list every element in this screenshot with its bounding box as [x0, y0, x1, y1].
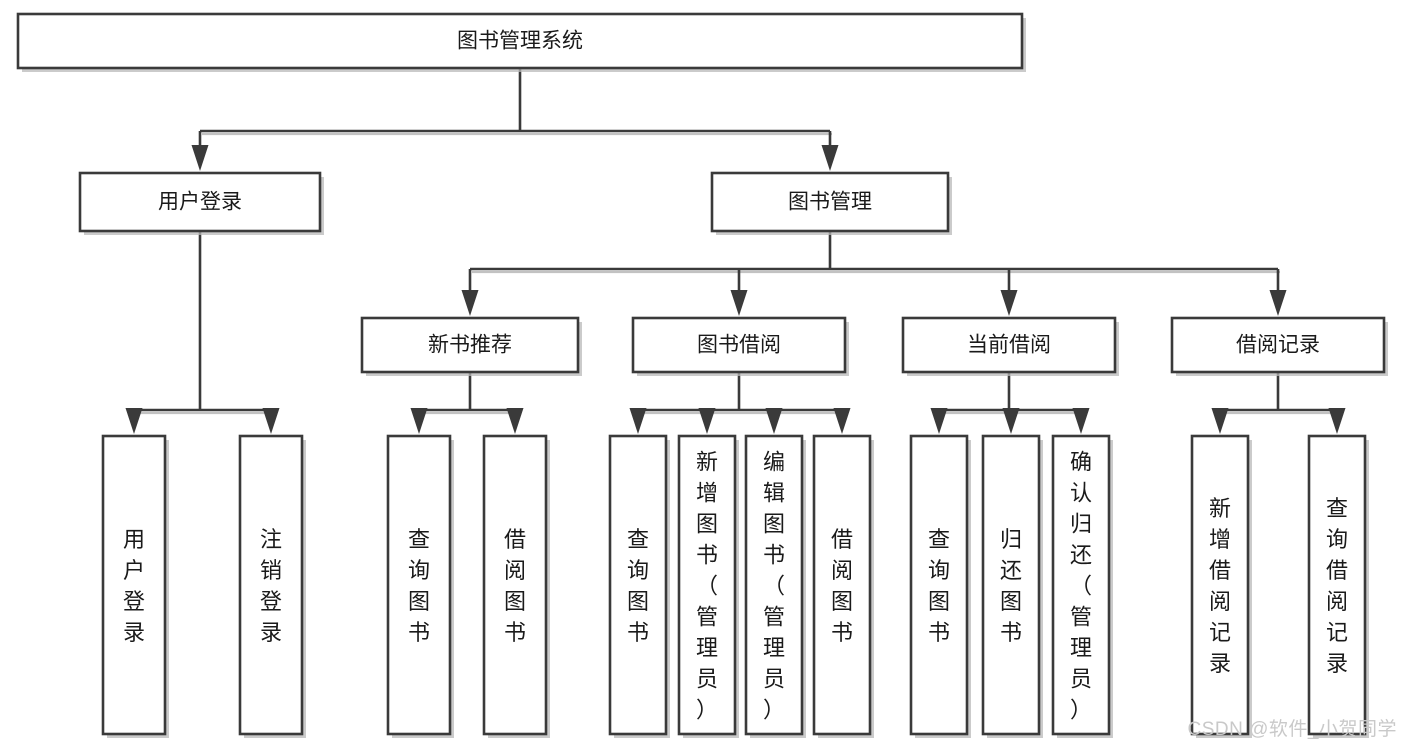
node-label-vertical: 借阅图书 [504, 527, 526, 645]
node-box[interactable] [101, 434, 167, 736]
node-box[interactable] [909, 434, 969, 736]
connector-group [410, 372, 524, 434]
node-leaf-edit-book[interactable]: 编辑图书（管理员） [744, 434, 806, 738]
node-box[interactable] [482, 434, 548, 736]
node-box[interactable] [812, 434, 872, 736]
arrow-head-icon [1269, 290, 1287, 316]
arrow-head-icon [821, 145, 839, 171]
arrow-head-icon [410, 408, 428, 434]
node-label-vertical: 归还图书 [1000, 527, 1022, 645]
arrow-head-icon [1002, 408, 1020, 434]
watermark-label: CSDN @软件_小贺同学 [1187, 719, 1397, 740]
arrow-head-icon [1328, 408, 1346, 434]
node-current[interactable]: 当前借阅 [901, 316, 1119, 376]
node-label-vertical: 查询图书 [408, 527, 430, 645]
arrow-head-icon [765, 408, 783, 434]
connector-group [1211, 372, 1346, 434]
node-label-vertical: 注销登录 [260, 527, 282, 645]
node-leaf-user-logout[interactable]: 注销登录 [238, 434, 306, 738]
arrow-head-icon [461, 290, 479, 316]
node-box[interactable] [238, 434, 304, 736]
node-box[interactable] [1307, 434, 1367, 736]
arrow-head-icon [125, 408, 143, 434]
node-box[interactable] [710, 171, 950, 233]
node-leaf-add-record[interactable]: 新增借阅记录 [1190, 434, 1252, 738]
node-leaf-borrow-book-1[interactable]: 借阅图书 [482, 434, 550, 738]
connector-group [125, 231, 280, 434]
connector-group [629, 372, 851, 434]
node-label-vertical: 新增图书（管理员） [696, 450, 718, 723]
node-leaf-user-login[interactable]: 用户登录 [101, 434, 169, 738]
arrow-head-icon [191, 145, 209, 171]
node-label: 图书管理 [788, 191, 872, 214]
node-leaf-confirm-return[interactable]: 确认归还（管理员） [1051, 434, 1113, 738]
arrow-head-icon [1211, 408, 1229, 434]
nodes-layer: 图书管理系统用户登录图书管理新书推荐图书借阅当前借阅借阅记录用户登录注销登录查询… [16, 12, 1388, 738]
node-box[interactable] [631, 316, 847, 374]
node-label-vertical: 查询图书 [627, 527, 649, 645]
node-root[interactable]: 图书管理系统 [16, 12, 1026, 72]
arrow-head-icon [1000, 290, 1018, 316]
node-leaf-query-book-1[interactable]: 查询图书 [386, 434, 454, 738]
node-label-vertical: 确认归还（管理员） [1070, 450, 1092, 723]
arrow-head-icon [698, 408, 716, 434]
node-box[interactable] [677, 434, 737, 736]
connector-group [930, 372, 1090, 434]
node-leaf-query-record[interactable]: 查询借阅记录 [1307, 434, 1369, 738]
node-leaf-query-book-2[interactable]: 查询图书 [608, 434, 670, 738]
node-label: 新书推荐 [428, 334, 512, 357]
node-login[interactable]: 用户登录 [78, 171, 324, 235]
arrow-head-icon [1072, 408, 1090, 434]
node-box[interactable] [1190, 434, 1250, 736]
node-box[interactable] [16, 12, 1024, 70]
node-label: 图书管理系统 [457, 30, 583, 53]
node-box[interactable] [981, 434, 1041, 736]
arrow-head-icon [833, 408, 851, 434]
connectors-layer [125, 68, 1346, 434]
node-label: 用户登录 [158, 191, 242, 214]
node-label-vertical: 用户登录 [123, 527, 145, 645]
node-borrow[interactable]: 图书借阅 [631, 316, 849, 376]
node-label-vertical: 编辑图书（管理员） [763, 450, 785, 723]
arrow-head-icon [506, 408, 524, 434]
node-leaf-borrow-book-2[interactable]: 借阅图书 [812, 434, 874, 738]
node-label-vertical: 借阅图书 [831, 527, 853, 645]
node-box[interactable] [1051, 434, 1111, 736]
node-records[interactable]: 借阅记录 [1170, 316, 1388, 376]
arrow-head-icon [262, 408, 280, 434]
node-label: 图书借阅 [697, 334, 781, 357]
node-box[interactable] [608, 434, 668, 736]
node-leaf-query-book-3[interactable]: 查询图书 [909, 434, 971, 738]
node-label-vertical: 查询图书 [928, 527, 950, 645]
node-box[interactable] [78, 171, 322, 233]
node-label-vertical: 新增借阅记录 [1209, 496, 1231, 676]
node-box[interactable] [386, 434, 452, 736]
node-box[interactable] [1170, 316, 1386, 374]
node-box[interactable] [744, 434, 804, 736]
arrow-head-icon [629, 408, 647, 434]
node-bookmgmt[interactable]: 图书管理 [710, 171, 952, 235]
connector-group [191, 68, 839, 171]
node-leaf-add-book[interactable]: 新增图书（管理员） [677, 434, 739, 738]
node-leaf-return-book[interactable]: 归还图书 [981, 434, 1043, 738]
arrow-head-icon [930, 408, 948, 434]
node-box[interactable] [360, 316, 580, 374]
node-label-vertical: 查询借阅记录 [1326, 496, 1348, 676]
node-newbook[interactable]: 新书推荐 [360, 316, 582, 376]
arrow-head-icon [730, 290, 748, 316]
connector-group [461, 231, 1287, 316]
node-box[interactable] [901, 316, 1117, 374]
node-label: 当前借阅 [967, 334, 1051, 357]
node-label: 借阅记录 [1236, 334, 1320, 357]
